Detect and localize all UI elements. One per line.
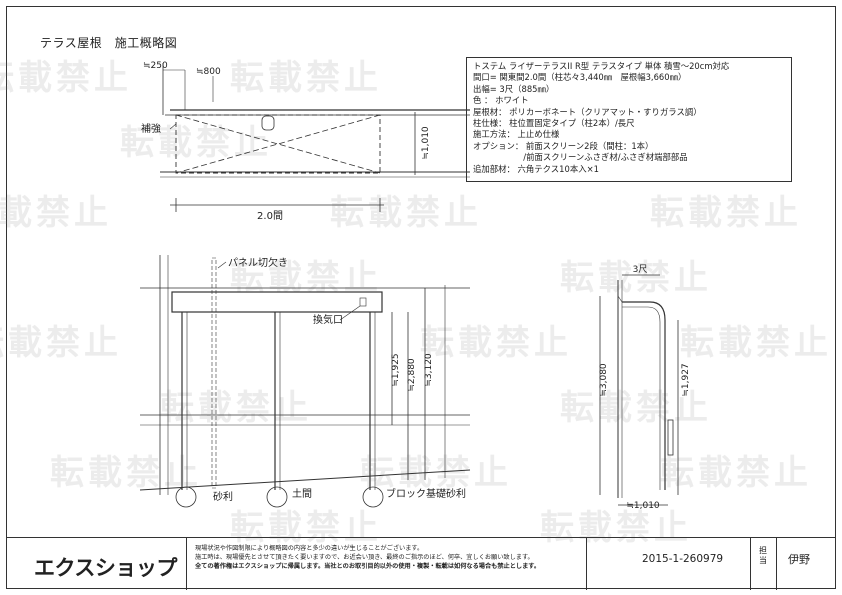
person-in-charge-name: 伊野 <box>788 553 810 566</box>
front-h2-label: ≒2,880 <box>407 358 417 392</box>
spec-line: 出幅= 3尺（885㎜） <box>473 83 555 94</box>
leader-line <box>339 305 361 321</box>
leader-line <box>169 123 177 130</box>
footer-notes: 現場状況や作図制限により概略図の内容と多少の違いが生じることがございます。 施工… <box>195 544 575 571</box>
spec-line: 間口= 関東間2.0間（柱芯々3,440㎜ 屋根幅3,660㎜） <box>473 72 687 83</box>
spec-line: トステム ライザーテラスII R型 テラスタイプ 単体 積雪～20cm対応 <box>473 61 730 71</box>
footer-bar: エクスショップ 現場状況や作図制限により概略図の内容と多少の違いが生じることがご… <box>6 537 836 590</box>
spec-line: オプション： 前面スクリーン2段（間柱：1本） <box>473 140 654 151</box>
vent-symbol <box>359 297 367 307</box>
footing <box>175 486 197 508</box>
brace-line <box>175 114 381 174</box>
divider <box>186 538 187 590</box>
gutter-symbol <box>261 115 275 131</box>
plan-depth-label: ≒1,010 <box>421 126 431 160</box>
plan-dim-left: ≒250 <box>143 61 168 71</box>
spec-line: 色 ： ホワイト <box>473 95 529 106</box>
plan-dim-right: ≒800 <box>196 67 221 77</box>
ground-gravel-label: 砂利 <box>213 490 233 503</box>
roof-outline <box>175 114 381 174</box>
front-view <box>139 255 471 508</box>
company-logo: エクスショップ <box>34 556 177 580</box>
side-bottom-label: ≒1,010 <box>626 501 660 511</box>
footer-note: 施工時は、現場優先とさせて頂きたく要いますので、お近会い頂き、最終のご指示のほど… <box>195 554 534 561</box>
divider <box>750 538 751 590</box>
panel-cut-line <box>211 257 217 489</box>
front-h1-label: ≒1,925 <box>391 353 401 386</box>
side-view <box>599 274 679 506</box>
plan-view <box>160 63 470 212</box>
footing <box>362 486 384 508</box>
spec-line: 施工方法： 上止め仕様 <box>473 129 560 140</box>
leader-line <box>217 261 227 269</box>
plan-width-label: 2.0間 <box>257 210 283 222</box>
document-number: 2015-1-260979 <box>642 553 724 565</box>
drawing-title: テラス屋根 施工概略図 <box>40 36 178 50</box>
front-panel-cut-label: パネル切欠き <box>228 256 288 269</box>
spec-box: トステム ライザーテラスII R型 テラスタイプ 単体 積雪～20cm対応 間口… <box>466 57 792 182</box>
ground-slab-label: 土間 <box>292 487 312 500</box>
side-h-total-label: ≒3,080 <box>599 363 609 397</box>
front-vent-label: 換気口 <box>313 313 343 326</box>
roof-beam <box>171 291 383 313</box>
footer-note: 現場状況や作図制限により概略図の内容と多少の違いが生じることがございます。 <box>195 545 424 552</box>
spec-line: 追加部材： 六角テクス10本入×1 <box>473 163 599 174</box>
front-h3-label: ≒3,120 <box>424 353 434 387</box>
brace-line <box>175 114 381 174</box>
spec-line: 柱仕様： 柱位置固定タイプ（柱2本）/長尺 <box>473 118 635 129</box>
roof-arc <box>622 301 666 490</box>
footing <box>266 486 288 508</box>
bracket <box>617 295 623 303</box>
ground-block-label: ブロック基礎砂利 <box>386 487 466 500</box>
side-h-screen-label: ≒1,927 <box>681 363 691 396</box>
divider <box>776 538 777 590</box>
divider <box>586 538 587 590</box>
footer-copyright: 全ての著作権はエクスショップに帰属します。当社とのお取引目的以外の使用・複製・転… <box>195 563 541 570</box>
spec-line: 屋根材： ポリカーボネート（クリアマット・すりガラス調） <box>473 106 702 117</box>
roof-arc <box>622 306 661 490</box>
screen-profile <box>667 419 674 456</box>
person-in-charge-label: 担当 <box>759 546 767 565</box>
ground-slope <box>139 469 471 491</box>
plan-reinforce-label: 補強 <box>141 122 161 135</box>
side-top-label: 3尺 <box>633 264 648 275</box>
drawing-frame <box>6 6 836 589</box>
spec-line: /前面スクリーンふさぎ材/ふさぎ材端部部品 <box>473 152 688 163</box>
